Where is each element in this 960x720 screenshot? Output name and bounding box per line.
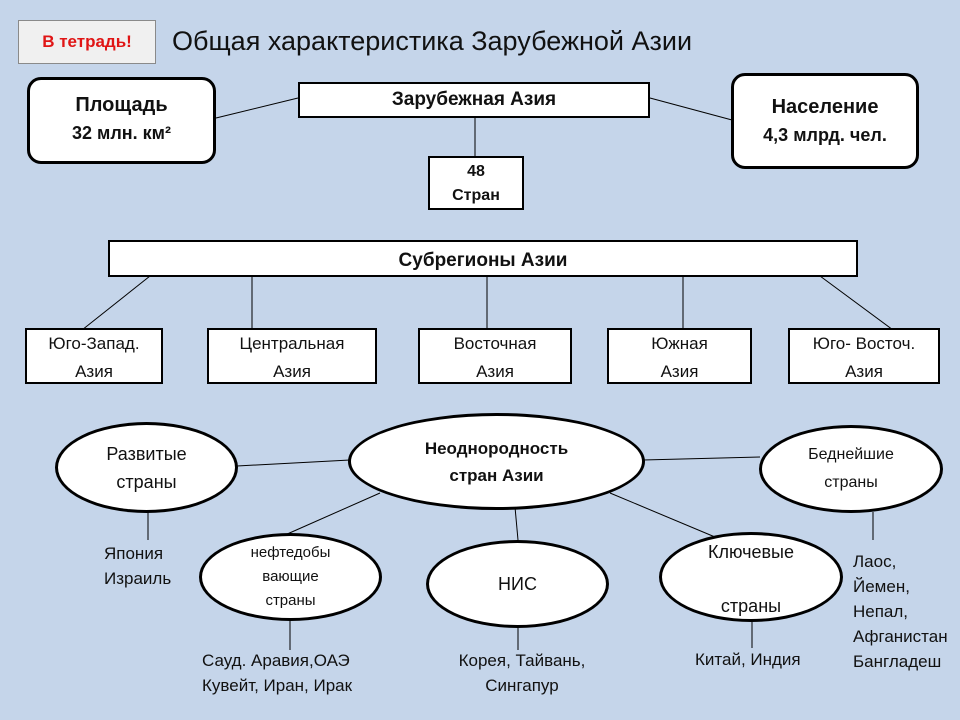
developed-line2: страны bbox=[116, 471, 177, 492]
subregion-line2: Азия bbox=[845, 362, 883, 381]
key-examples: Китай, Индия bbox=[695, 647, 801, 672]
heterogeneity-line2: стран Азии bbox=[449, 465, 544, 485]
key-countries-ellipse: Ключевые страны bbox=[659, 532, 843, 622]
connector-sub-1 bbox=[81, 275, 151, 331]
oil-line1: нефтедобы bbox=[250, 544, 331, 561]
example-item: Израиль bbox=[104, 569, 172, 588]
subregion-line1: Восточная bbox=[453, 334, 537, 353]
subregion-line1: Юго- Восточ. bbox=[812, 334, 916, 353]
heterogeneity-line1: Неоднородность bbox=[424, 438, 569, 458]
connector-key bbox=[609, 492, 716, 538]
example-item: Китай, Индия bbox=[695, 650, 801, 669]
nic-label: НИС bbox=[498, 573, 537, 594]
notebook-badge: В тетрадь! bbox=[18, 20, 156, 64]
subregion-line2: Азия bbox=[476, 362, 514, 381]
nic-ellipse: НИС bbox=[426, 540, 609, 628]
connector-developed bbox=[236, 459, 351, 467]
heterogeneity-ellipse: Неоднородность стран Азии bbox=[348, 413, 645, 510]
connector-sub-5 bbox=[819, 275, 894, 331]
example-item: Бангладеш bbox=[853, 652, 942, 671]
population-label: Население bbox=[771, 96, 879, 118]
connector-population bbox=[649, 97, 733, 121]
subregion-south-asia: Южная Азия bbox=[607, 328, 752, 384]
page-title: Общая характеристика Зарубежной Азии bbox=[172, 26, 693, 56]
example-item: Лаос, bbox=[853, 552, 897, 571]
key-line2: страны bbox=[720, 596, 782, 616]
subregion-line1: Центральная bbox=[239, 334, 345, 353]
example-item: Афганистан bbox=[853, 627, 948, 646]
subregion-southwest-asia: Юго-Запад. Азия bbox=[25, 328, 163, 384]
area-box: Площадь 32 млн. км² bbox=[27, 77, 216, 164]
subregion-east-asia: Восточная Азия bbox=[418, 328, 572, 384]
subregion-line2: Азия bbox=[75, 362, 113, 381]
foreign-asia-label: Зарубежная Азия bbox=[391, 89, 557, 110]
foreign-asia-box: Зарубежная Азия bbox=[298, 82, 650, 118]
connector-oil bbox=[284, 492, 381, 536]
example-item: Йемен, bbox=[853, 577, 910, 596]
poorest-countries-ellipse: Беднейшие страны bbox=[759, 425, 943, 513]
example-item: Кувейт, Иран, Ирак bbox=[202, 676, 353, 695]
area-label: Площадь bbox=[75, 94, 168, 116]
subregions-title: Субрегионы Азии bbox=[398, 250, 568, 271]
connector-poorest bbox=[642, 456, 761, 461]
oil-examples: Сауд. Аравия,ОАЭ Кувейт, Иран, Ирак bbox=[202, 648, 352, 698]
poorest-line2: страны bbox=[824, 474, 878, 491]
countries-label: Стран bbox=[452, 187, 500, 204]
developed-countries-ellipse: Развитые страны bbox=[55, 422, 238, 513]
example-item: Непал, bbox=[853, 602, 909, 621]
area-value: 32 млн. км² bbox=[72, 123, 171, 143]
oil-line3: страны bbox=[265, 592, 316, 609]
subregion-southeast-asia: Юго- Восточ. Азия bbox=[788, 328, 940, 384]
population-box: Население 4,3 млрд. чел. bbox=[731, 73, 919, 169]
subregion-line2: Азия bbox=[660, 362, 699, 381]
developed-examples: Япония Израиль bbox=[104, 541, 171, 591]
oil-line2: вающие bbox=[262, 568, 319, 585]
countries-box: 48 Стран bbox=[428, 156, 524, 210]
developed-line1: Развитые bbox=[106, 443, 187, 464]
oil-countries-ellipse: нефтедобы вающие страны bbox=[199, 533, 382, 621]
subregion-line2: Азия bbox=[273, 362, 311, 381]
example-item: Корея, Тайвань, bbox=[458, 651, 586, 670]
poorest-examples: Лаос, Йемен, Непал, Афганистан Бангладеш bbox=[853, 549, 948, 674]
countries-count: 48 bbox=[467, 163, 485, 180]
connector-area bbox=[215, 97, 299, 119]
key-line1: Ключевые bbox=[708, 542, 794, 562]
subregion-central-asia: Центральная Азия bbox=[207, 328, 377, 384]
example-item: Сингапур bbox=[485, 676, 559, 695]
nic-examples: Корея, Тайвань, Сингапур bbox=[422, 648, 622, 698]
population-value: 4,3 млрд. чел. bbox=[763, 125, 887, 145]
subregion-line1: Юго-Запад. bbox=[48, 334, 140, 353]
connector-nic bbox=[514, 506, 519, 541]
example-item: Сауд. Аравия,ОАЭ bbox=[202, 651, 350, 670]
example-item: Япония bbox=[104, 544, 164, 563]
poorest-line1: Беднейшие bbox=[808, 446, 894, 463]
subregion-line1: Южная bbox=[651, 334, 708, 353]
subregions-box: Субрегионы Азии bbox=[108, 240, 858, 277]
